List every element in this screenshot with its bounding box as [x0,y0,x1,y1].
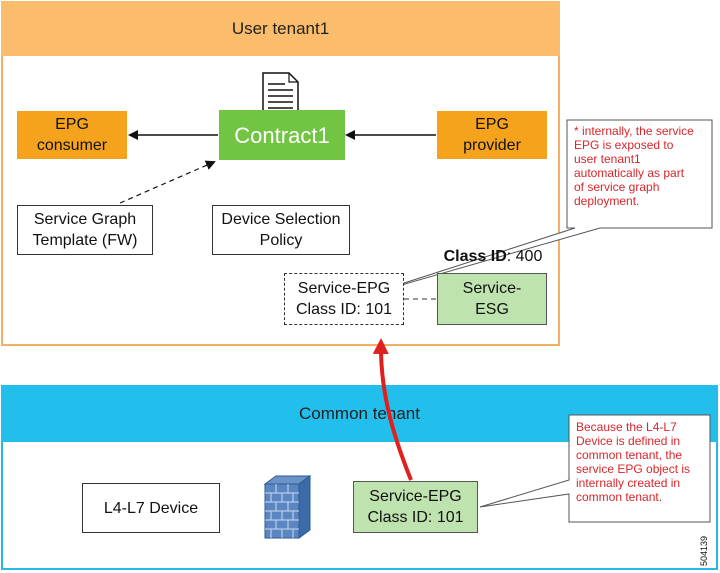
service-graph-line2: Template (FW) [32,232,138,249]
callout-common-line: Because the L4-L7 [576,420,677,434]
callout-common-line: internally created in [576,476,681,490]
service-epg-common-line2: Class ID: 101 [367,509,464,526]
callout-user-bubble [369,119,713,295]
esg-class-id: Class ID: 400 [438,248,548,268]
service-epg-user-box: Service-EPG Class ID: 101 [284,273,404,325]
epg-consumer-box: EPG consumer [17,111,127,159]
epg-provider-line1: EPG [475,116,509,133]
callout-common-line: Device is defined in [576,434,681,448]
callout-user-line: * internally, the service [574,124,694,138]
user-tenant-header: User tenant1 [1,1,560,56]
service-esg-box: Service- ESG [437,273,547,325]
epg-provider-line2: provider [463,137,521,154]
service-epg-common-line1: Service-EPG [369,488,462,505]
device-selection-line1: Device Selection [221,211,341,228]
callout-user-line: deployment. [574,194,640,208]
epg-consumer-line2: consumer [36,137,108,154]
callout-common-bubble [479,414,711,523]
firewall-icon [263,475,312,539]
service-esg-line2: ESG [475,301,509,318]
service-graph-to-contract-arrow [119,160,216,204]
service-epg-user-class-value: : 101 [356,301,393,318]
device-selection-policy-box: Device Selection Policy [212,205,350,255]
service-graph-line1: Service Graph [33,211,137,228]
service-graph-template-box: Service Graph Template (FW) [17,205,153,255]
callout-user-text: * internally, the service EPG is exposed… [574,124,709,224]
contract-label: Contract1 [234,122,330,148]
user-tenant-title: User tenant1 [231,18,330,38]
callout-common-line: common tenant. [576,490,663,504]
service-epg-user-line1: Service-EPG [297,280,391,297]
callout-user-line: automatically as part [574,166,685,180]
l4l7-device-box: L4-L7 Device [82,483,220,533]
red-upward-arrow [372,338,413,481]
callout-common-line: common tenant, the [576,448,683,462]
epg-consumer-line1: EPG [55,116,89,133]
contract-box: Contract1 [219,110,345,160]
device-selection-line2: Policy [259,232,303,249]
epg-provider-box: EPG provider [437,111,547,159]
l4l7-device-label: L4-L7 Device [103,499,199,517]
service-esg-line1: Service- [462,280,522,297]
callout-user-line: user tenant1 [574,152,641,166]
figure-id: 504139 [699,535,709,566]
callout-common-line: service EPG object is [576,462,691,476]
esg-class-id-prefix: Class ID [443,248,507,265]
callout-common-text: Because the L4-L7 Device is defined in c… [576,420,710,520]
esg-class-id-value: : 400 [506,248,543,265]
service-epg-user-line2: Class ID: 101 [296,299,392,320]
callout-user-line: of service graph [574,180,660,194]
callout-user-line: EPG is exposed to [574,138,674,152]
service-epg-common-box: Service-EPG Class ID: 101 [353,481,478,533]
service-epg-user-class-prefix: Class ID [295,301,357,318]
